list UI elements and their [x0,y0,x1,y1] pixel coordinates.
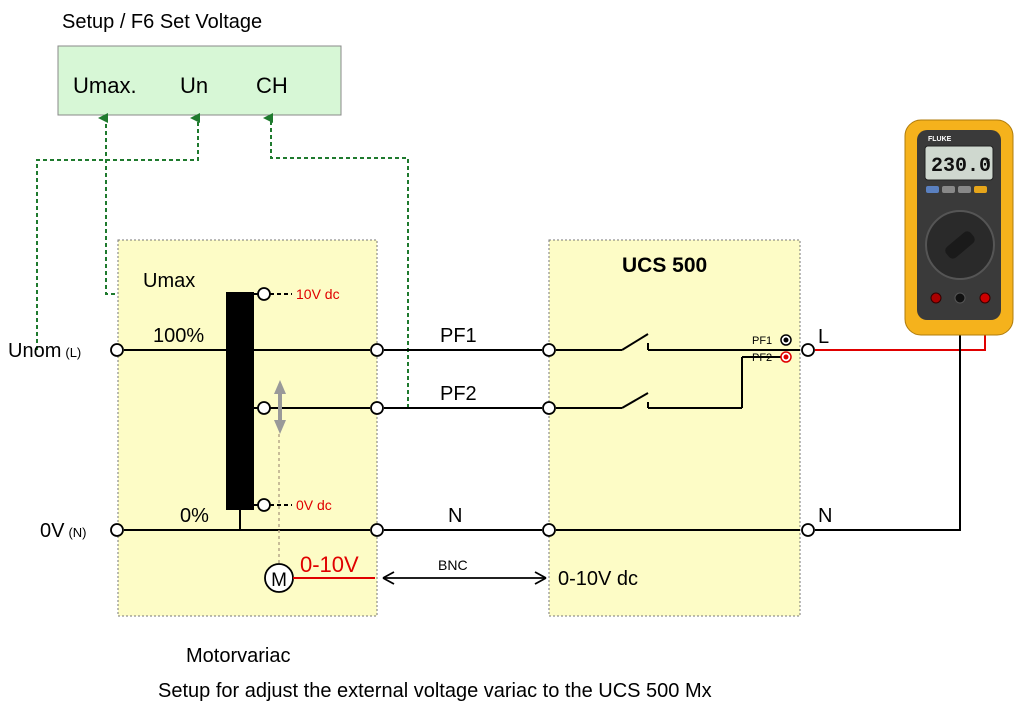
setup-label-umax: Umax. [73,73,137,98]
bnc-label: BNC [438,557,468,573]
pf2-indicator-dot [783,354,789,360]
ucs-dc-input-label: 0-10V dc [558,568,638,590]
meter-dial-knob [945,231,975,259]
pf1-small-label: PF1 [752,335,772,347]
meter-unit: V [985,159,990,166]
motorvariac-label: Motorvariac [186,645,290,667]
terminal-0v [110,523,124,537]
v10-label: 10V dc [296,286,340,302]
pf2-line-label: PF2 [440,383,477,405]
terminal-out-l [801,343,815,357]
terminals [110,287,815,537]
meter-jack-v [979,292,991,304]
multimeter: FLUKE 230.0 V [904,119,1014,336]
zero-sub: (N) [68,525,86,540]
out-l-label: L [818,326,829,348]
terminal-wiper [257,401,271,415]
ucs-box [548,239,801,617]
setup-title: Setup / F6 Set Voltage [62,11,262,33]
zero-text: 0V [40,520,65,542]
zero-label: 0V(N) [40,520,87,542]
terminal-0vdc [257,498,271,512]
terminal-out-n [801,523,815,537]
setup-label-un: Un [180,73,208,98]
pf1-line-label: PF1 [440,325,477,347]
meter-button-1 [926,186,939,193]
unom-label: Unom (L) [8,340,81,362]
umax-label: Umax [143,270,195,292]
lead-black [815,300,961,531]
meter-jack-a [930,292,942,304]
motor-label: M [271,570,287,591]
ucs-title: UCS 500 [622,254,707,277]
bnc-link [382,571,547,585]
meter-jack-com [954,292,966,304]
out-n-label: N [818,505,832,527]
terminal-var-n [370,523,384,537]
variac-core [226,292,254,510]
meter-button-2 [942,186,955,193]
meter-display [924,145,994,181]
pct0-label: 0% [180,505,209,527]
meter-reading: 230.0 [931,155,991,178]
n-line-label: N [448,505,462,527]
signal-unom [36,113,200,350]
terminal-unom [110,343,124,357]
terminal-10v [257,287,271,301]
terminal-ucs-pf2 [542,401,556,415]
terminal-var-pf2 [370,401,384,415]
pf1-indicator-dot [783,337,789,343]
unom-sub: (L) [65,345,81,360]
pf2-small-label: PF2 [752,352,772,364]
wiper-adjust-icon [274,380,286,434]
setup-box [57,45,342,116]
unom-text: Unom [8,340,61,362]
motor-range-label: 0-10V [300,552,359,577]
meter-button-3 [958,186,971,193]
signal-ch [263,113,409,408]
v0-label: 0V dc [296,497,332,513]
terminal-ucs-pf1 [542,343,556,357]
caption: Setup for adjust the external voltage va… [158,680,712,702]
setup-label-ch: CH [256,73,288,98]
meter-brand: FLUKE [928,136,952,143]
terminal-var-pf1 [370,343,384,357]
pct100-label: 100% [153,325,204,347]
meter-button-4 [974,186,987,193]
terminal-ucs-n [542,523,556,537]
